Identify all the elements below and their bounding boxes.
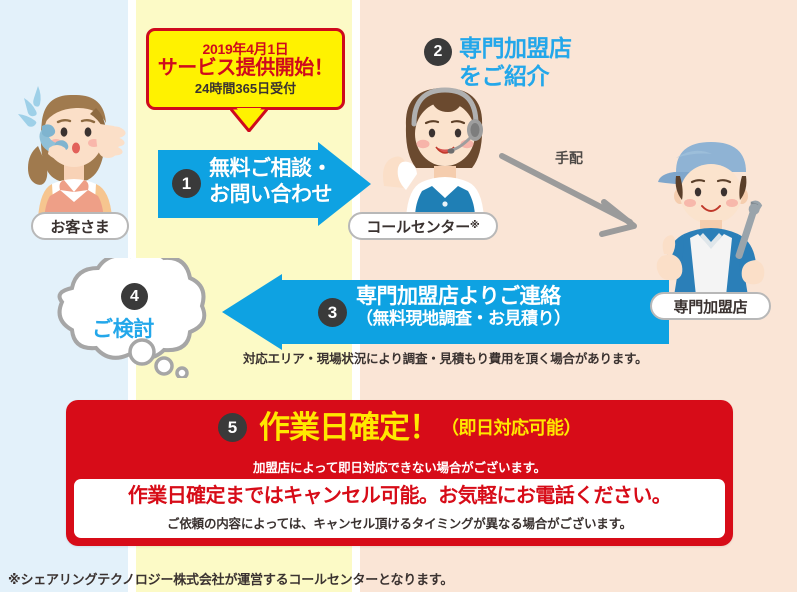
step-4-label: ご検討 <box>92 318 155 341</box>
service-start-callout: 2019年4月1日 サービス提供開始！ 24時間365日受付 <box>146 28 345 110</box>
survey-fee-note: 対応エリア・現場状況により調査・見積もり費用を頂く場合があります。 <box>243 352 648 366</box>
step-5-headline-row: 5 作業日確定！ （即日対応可能） <box>66 412 733 443</box>
step-1-arrow-shape <box>158 142 371 226</box>
step-2-heading: 2 専門加盟店 をご紹介 <box>424 34 614 96</box>
cancel-policy-headline: 作業日確定まではキャンセル可能。お気軽にお電話ください。 <box>127 485 672 507</box>
dispatch-arrow-label: 手配 <box>555 150 583 166</box>
dispatch-arrow-icon <box>499 153 637 237</box>
callout-headline: サービス提供開始！ <box>157 56 334 79</box>
cancel-policy-box: 作業日確定まではキャンセル可能。お気軽にお電話ください。 ご依頼の内容によっては… <box>74 479 725 538</box>
customer-illustration <box>18 86 126 218</box>
step-1-number: 1 <box>172 169 201 198</box>
step-2-line2: をご紹介 <box>459 63 549 90</box>
callcenter-asterisk: ※ <box>470 220 480 231</box>
customer-role-pill: お客さま <box>31 212 129 240</box>
step-3-arrow[interactable]: 3 専門加盟店よりご連絡 （無料現地調査・お見積り） <box>222 274 669 355</box>
step-1-line2: お問い合わせ <box>209 183 333 207</box>
partner-role-pill: 専門加盟店 <box>650 292 771 320</box>
step-1-arrow[interactable]: 1 無料ご相談・ お問い合わせ <box>158 142 371 231</box>
step-3-number: 3 <box>318 298 347 327</box>
cancel-policy-subtext: ご依頼の内容によっては、キャンセル頂けるタイミングが異なる場合がございます。 <box>167 517 632 531</box>
callout-tail-icon <box>230 108 268 132</box>
callcenter-operator-illustration <box>383 87 484 218</box>
callout-subline: 24時間365日受付 <box>194 80 297 96</box>
step-5-number: 5 <box>218 413 247 442</box>
step-1-line1: 無料ご相談・ <box>209 157 333 180</box>
step-5-banner: 5 作業日確定！ （即日対応可能） 加盟店によって即日対応できない場合がございま… <box>66 400 733 546</box>
step-1-label: 無料ご相談・ お問い合わせ <box>209 156 333 209</box>
callcenter-role-text: コールセンター <box>366 218 471 236</box>
callcenter-footnote: ※シェアリングテクノロジー株式会社が運営するコールセンターとなります。 <box>8 572 454 587</box>
partner-worker-illustration <box>656 142 765 296</box>
step-4-thought-cloud: 4 ご検討 <box>36 248 236 380</box>
step-4-number: 4 <box>121 283 148 310</box>
step-5-title-suffix: （即日対応可能） <box>441 417 582 438</box>
step-5-subtitle: 加盟店によって即日対応できない場合がございます。 <box>253 461 546 475</box>
callout-date: 2019年4月1日 <box>202 40 289 57</box>
step-3-line2: （無料現地調査・お見積り） <box>356 309 571 328</box>
step-2-line1: 専門加盟店 <box>459 35 572 61</box>
step-3-line1: 専門加盟店よりご連絡 <box>356 285 561 308</box>
step-2-label: 専門加盟店 をご紹介 <box>459 34 572 90</box>
step-5-title: 作業日確定！ <box>259 410 440 445</box>
step-3-arrow-shape <box>222 274 669 350</box>
step-2-number: 2 <box>424 38 452 66</box>
callcenter-role-pill: コールセンター※ <box>348 212 498 240</box>
